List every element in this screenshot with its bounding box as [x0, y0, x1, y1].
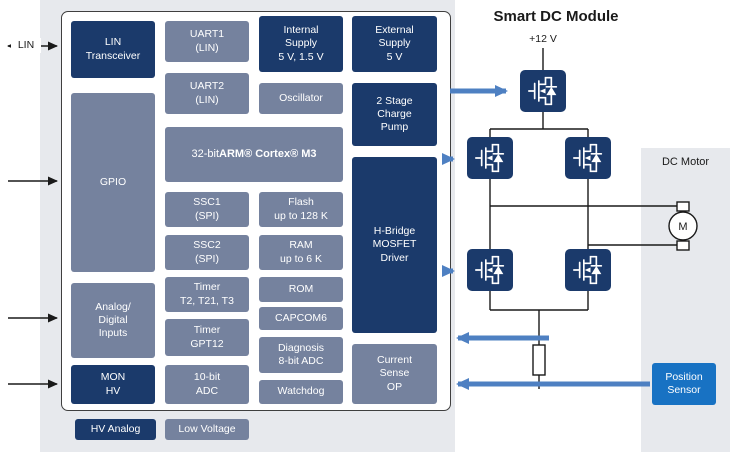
block-cpu: 32-bit ARM® Cortex® M3 [165, 127, 343, 182]
block-current-sense-op: Current Sense OP [352, 344, 437, 404]
block-adc-10bit: 10-bit ADC [165, 365, 249, 404]
cpu-name: ARM® Cortex® M3 [219, 147, 317, 160]
block-analog-digital-inputs: Analog/ Digital Inputs [71, 283, 155, 358]
diagram-title: Smart DC Module [493, 8, 619, 25]
block-diagnosis-adc: Diagnosis 8-bit ADC [259, 337, 343, 373]
block-gpio: GPIO [71, 93, 155, 272]
block-rom: ROM [259, 277, 343, 302]
mosfet-icon [473, 143, 507, 173]
mosfet-upper-right [565, 137, 611, 179]
block-hbridge-driver: H-Bridge MOSFET Driver [352, 157, 437, 333]
mosfet-top [520, 70, 566, 112]
block-ssc2: SSC2 (SPI) [165, 235, 249, 270]
legend-hv-analog: HV Analog [75, 419, 156, 440]
mosfet-icon [473, 255, 507, 285]
block-uart2: UART2 (LIN) [165, 73, 249, 114]
block-charge-pump: 2 Stage Charge Pump [352, 83, 437, 146]
legend-low-voltage: Low Voltage [165, 419, 249, 440]
lin-bus-label: LIN [11, 38, 41, 53]
mosfet-icon [571, 143, 605, 173]
block-position-sensor: Position Sensor [652, 363, 716, 405]
block-ram: RAM up to 6 K [259, 235, 343, 270]
block-oscillator: Oscillator [259, 83, 343, 114]
block-mon-hv: MON HV [71, 365, 155, 404]
supply-voltage-label: +12 V [529, 33, 557, 45]
block-flash: Flash up to 128 K [259, 192, 343, 227]
mosfet-icon [571, 255, 605, 285]
dc-motor-panel: DC Motor [641, 148, 730, 452]
block-ssc1: SSC1 (SPI) [165, 192, 249, 227]
block-capcom6: CAPCOM6 [259, 307, 343, 330]
mosfet-lower-right [565, 249, 611, 291]
signal-arrows [442, 85, 650, 390]
mosfet-upper-left [467, 137, 513, 179]
block-timer-gpt: Timer GPT12 [165, 319, 249, 356]
mosfet-icon [526, 76, 560, 106]
block-watchdog: Watchdog [259, 380, 343, 404]
block-external-supply: External Supply 5 V [352, 16, 437, 72]
dc-motor-label: DC Motor [661, 156, 710, 168]
block-lin-transceiver: LIN Transceiver [71, 21, 155, 78]
mosfet-lower-left [467, 249, 513, 291]
shunt-resistor-icon [532, 344, 546, 376]
block-uart1: UART1 (LIN) [165, 21, 249, 62]
cpu-prefix: 32-bit [191, 147, 220, 160]
block-internal-supply: Internal Supply 5 V, 1.5 V [259, 16, 343, 72]
block-timer-t: Timer T2, T21, T3 [165, 277, 249, 312]
